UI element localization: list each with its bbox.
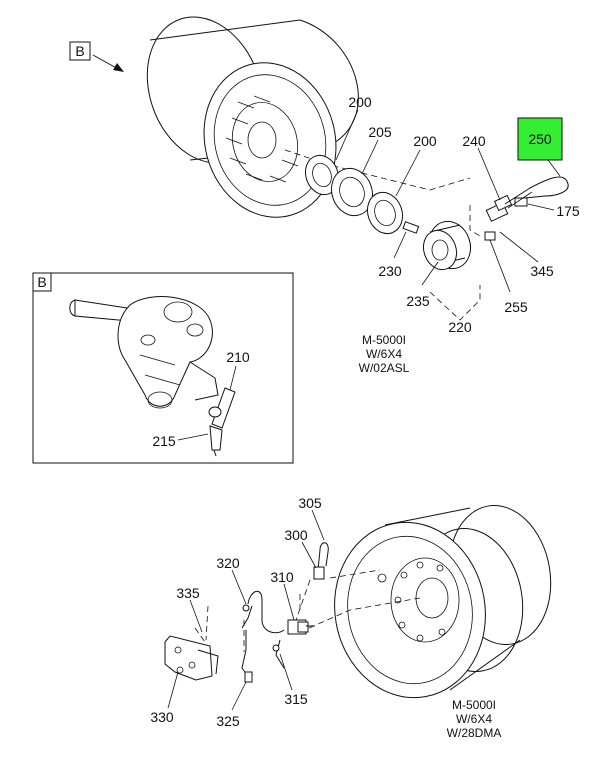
callout-325: 325 bbox=[216, 713, 240, 729]
bottom-wheel-assembly bbox=[164, 505, 552, 699]
callout-335: 335 bbox=[176, 585, 200, 601]
callout-315: 315 bbox=[284, 691, 308, 707]
callout-210: 210 bbox=[226, 349, 250, 365]
callout-255: 255 bbox=[504, 299, 528, 315]
bottom-caption-line-3: W/28DMA bbox=[447, 726, 502, 740]
top-caption: M-5000I W/6X4 W/02ASL bbox=[359, 333, 410, 375]
callout-200a: 200 bbox=[348, 94, 372, 110]
callout-220: 220 bbox=[448, 319, 472, 335]
callout-235: 235 bbox=[406, 293, 430, 309]
callout-200b: 200 bbox=[413, 133, 437, 149]
callout-230: 230 bbox=[378, 263, 402, 279]
top-callouts: 200 205 200 240 250 175 230 345 235 255 … bbox=[348, 94, 580, 335]
callout-205: 205 bbox=[368, 124, 392, 140]
callout-305: 305 bbox=[298, 495, 322, 511]
callout-345: 345 bbox=[530, 263, 554, 279]
callout-330: 330 bbox=[150, 709, 174, 725]
top-caption-line-2: W/6X4 bbox=[366, 347, 402, 361]
bottom-caption-line-1: M-5000I bbox=[452, 698, 496, 712]
highlight-250 bbox=[517, 117, 563, 161]
view-b-reference-label: B bbox=[75, 43, 84, 59]
bottom-caption: M-5000I W/6X4 W/28DMA bbox=[447, 698, 502, 740]
bottom-caption-line-2: W/6X4 bbox=[456, 712, 492, 726]
bottom-callouts: 305 300 320 310 335 315 330 325 bbox=[150, 495, 322, 729]
inset-view-b: B 210 215 bbox=[32, 272, 294, 464]
callout-175: 175 bbox=[556, 203, 580, 219]
callout-250: 250 bbox=[528, 131, 552, 147]
callout-215: 215 bbox=[152, 433, 176, 449]
callout-240: 240 bbox=[462, 133, 486, 149]
bottom-leader-lines bbox=[167, 509, 325, 711]
callout-310: 310 bbox=[270, 569, 294, 585]
callout-320: 320 bbox=[216, 555, 240, 571]
callout-300: 300 bbox=[284, 527, 308, 543]
view-b-reference: B bbox=[69, 41, 124, 72]
top-leader-lines bbox=[335, 109, 561, 321]
top-wheel-assembly bbox=[146, 16, 569, 271]
top-caption-line-3: W/02ASL bbox=[359, 361, 410, 375]
top-caption-line-1: M-5000I bbox=[362, 333, 406, 347]
inset-b-label: B bbox=[37, 274, 46, 290]
